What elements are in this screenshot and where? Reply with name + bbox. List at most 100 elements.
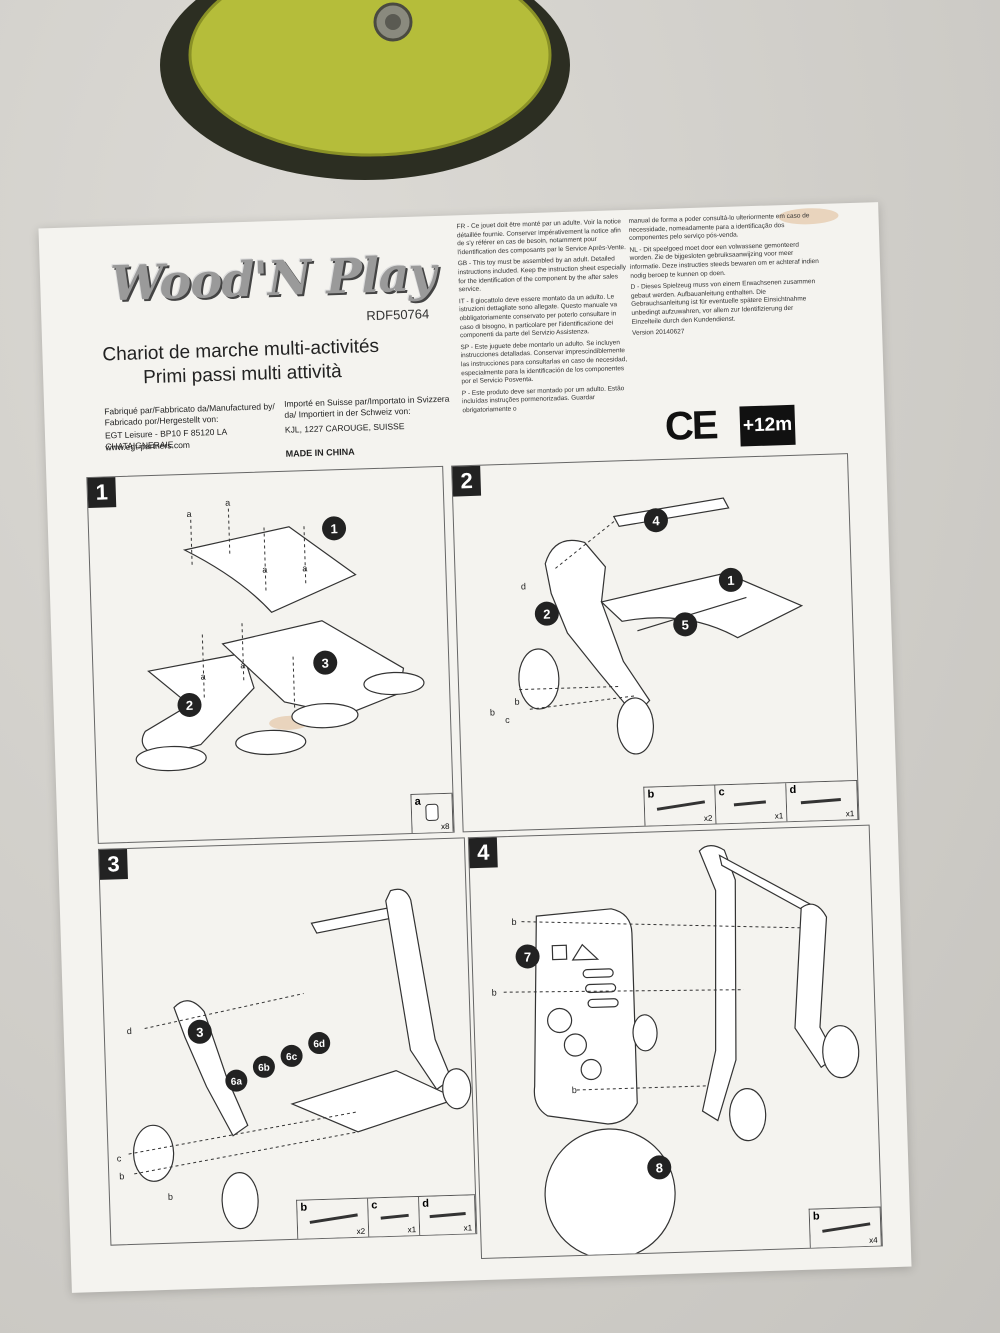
step-3-panel: 3 d c b b 3 6a: [97, 837, 478, 1246]
part-qty: x1: [845, 809, 855, 819]
warning-p-cont: manual de forma a poder consultá-lo ulte…: [628, 212, 810, 243]
callout-b: b: [168, 1192, 173, 1202]
callout-6b-badge: 6b: [252, 1055, 275, 1078]
svg-text:1: 1: [330, 521, 338, 536]
wheel-left: [729, 1088, 767, 1142]
step-3-diagram: d c b b 3 6a 6b 6c 6d: [117, 888, 472, 1230]
svg-text:2: 2: [186, 698, 194, 713]
shape-triangle: [571, 943, 600, 961]
svg-text:6a: 6a: [231, 1076, 243, 1087]
wheel-mid: [235, 729, 307, 756]
part-box: a x8: [411, 793, 454, 834]
part-qty: x1: [463, 1223, 473, 1233]
wheel-front: [518, 648, 560, 710]
warnings-column-2: manual de forma a poder consultá-lo ulte…: [628, 212, 822, 342]
instruction-sheet: Wood'N Play RDF50764 Chariot de marche m…: [38, 202, 912, 1293]
part-qty: x4: [869, 1235, 878, 1245]
screw-icon: [822, 1222, 871, 1233]
warning-fr: FR - Ce jouet doit être monté par un adu…: [456, 218, 627, 257]
svg-text:1: 1: [727, 573, 735, 588]
made-in-label: MADE IN CHINA: [285, 446, 355, 459]
svg-text:7: 7: [524, 949, 532, 964]
rod-part-5: [637, 596, 747, 632]
screw-icon: [309, 1213, 358, 1224]
handle-bar-part-4: [612, 497, 730, 528]
gear-3: [580, 1058, 602, 1081]
callout-b: b: [572, 1085, 577, 1095]
part-qty: x2: [703, 813, 713, 823]
wheel-back: [291, 703, 359, 729]
screw-icon: [800, 798, 841, 805]
version-label: Version 20140627: [631, 328, 685, 337]
callout-5-badge: 5: [673, 612, 698, 637]
warning-it: IT - Il giocattolo deve essere montato d…: [458, 293, 618, 340]
step-2-diagram: d b c b 4 1 2 5: [490, 497, 804, 755]
age-badge: +12m: [739, 404, 796, 447]
part-qty: x1: [774, 811, 784, 821]
callout-a: a: [200, 671, 205, 681]
brand-logo: Wood'N Play: [109, 246, 437, 313]
ce-mark: CE: [664, 403, 718, 449]
wheel-hidden: [632, 1014, 658, 1052]
part-qty: x2: [356, 1226, 366, 1236]
manufacturer-label: Fabriqué par/Fabbricato da/Manufactured …: [104, 401, 275, 428]
callout-b: b: [511, 917, 516, 927]
wheel-right: [363, 671, 425, 696]
warning-nl: NL - Dit speelgoed moet door een volwass…: [629, 241, 819, 280]
callout-a: a: [225, 498, 230, 508]
svg-text:3: 3: [196, 1025, 204, 1040]
part-qty: x1: [407, 1225, 417, 1235]
step-1-diagram: a a a a a a 1 2 3: [135, 498, 425, 772]
callout-6c-badge: 6c: [280, 1044, 303, 1067]
screw-icon: [380, 1213, 409, 1220]
callout-a: a: [186, 509, 191, 519]
warning-gb: GB - This toy must be assembled by an ad…: [457, 255, 627, 294]
toy-wheel: [160, 0, 570, 180]
wheel-back: [221, 1172, 259, 1230]
step-4-panel: 4: [467, 824, 883, 1260]
wheel-left: [135, 745, 207, 772]
warnings-column-1: FR - Ce jouet doit être monté par un adu…: [457, 218, 633, 419]
callout-d: d: [127, 1026, 132, 1036]
callout-6d-badge: 6d: [308, 1032, 331, 1055]
callout-1-badge: 1: [718, 567, 743, 592]
side-panel-left: [698, 845, 737, 1122]
svg-text:6b: 6b: [258, 1063, 270, 1074]
callout-8-badge: 8: [647, 1155, 672, 1180]
callout-b: b: [119, 1171, 124, 1181]
warning-d: D - Dieses Spielzeug muss von einem Erwa…: [630, 278, 816, 326]
side-panel-part-3: [221, 620, 405, 716]
step-2-panel: 2 d b c b 4 1 2: [451, 453, 860, 833]
callout-b: b: [514, 697, 519, 707]
wheel-back: [616, 697, 655, 755]
activity-board-part-7: [533, 908, 638, 1125]
callout-6a-badge: 6a: [225, 1069, 248, 1092]
wheel-far: [442, 1068, 472, 1110]
warning-p: P - Este produto deve ser montado por um…: [461, 384, 625, 415]
part-qty: x8: [440, 821, 450, 832]
callout-2-badge: 2: [534, 601, 559, 626]
callout-c: c: [505, 715, 510, 725]
svg-text:4: 4: [652, 513, 660, 528]
callout-a: a: [240, 660, 245, 670]
importer-label: Importé en Suisse par/Importato in Svizz…: [283, 393, 450, 420]
callout-c: c: [117, 1153, 122, 1163]
side-panel-back: [385, 888, 453, 1091]
importer-name: KJL, 1227 CAROUGE, SUISSE: [284, 421, 405, 435]
detail-circle: [544, 1128, 676, 1259]
svg-text:6d: 6d: [313, 1039, 325, 1050]
callout-3-badge: 3: [313, 650, 338, 675]
step-1-panel: 1 a a a: [86, 465, 455, 844]
svg-text:6c: 6c: [286, 1052, 298, 1063]
side-panel-front: [173, 1000, 249, 1137]
side-panel-part-2: [544, 539, 651, 717]
product-reference: RDF50764: [366, 306, 430, 324]
screw-icon: [733, 800, 766, 807]
svg-text:5: 5: [681, 617, 689, 632]
callout-d: d: [521, 581, 526, 591]
